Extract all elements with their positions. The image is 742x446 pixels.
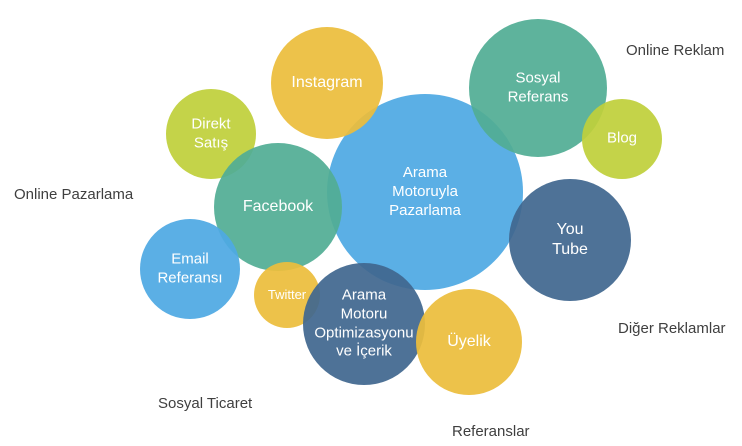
bubble-instagram: [271, 27, 383, 139]
side-label-online-reklam: Online Reklam: [626, 42, 725, 59]
bubble-you-tube: [509, 179, 631, 301]
side-label-online-pazarlama: Online Pazarlama: [14, 186, 134, 203]
side-label-diger-reklamlar: Diğer Reklamlar: [618, 320, 726, 337]
bubble-blog: [582, 99, 662, 179]
bubble-uyelik: [416, 289, 522, 395]
side-label-referanslar: Referanslar: [452, 423, 530, 440]
bubble-email-referansi: [140, 219, 240, 319]
bubble-arama-motoru-optimizasyonu: [303, 263, 425, 385]
side-label-sosyal-ticaret: Sosyal Ticaret: [158, 395, 253, 412]
